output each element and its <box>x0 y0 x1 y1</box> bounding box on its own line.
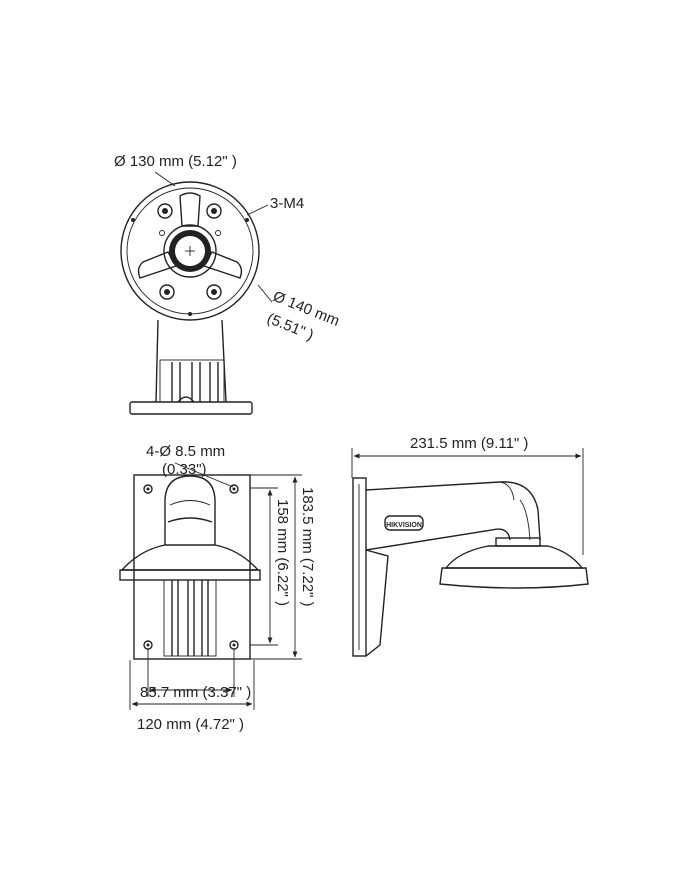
plate-hole <box>229 640 239 650</box>
screw-hole <box>206 203 222 219</box>
plate-hole <box>143 640 153 650</box>
side-wall-plate <box>352 477 367 657</box>
brand-logo-text: HIKVISION <box>386 522 422 529</box>
width-85-label: 85.7 mm (3.37" ) <box>140 684 251 701</box>
height-183-label: 183.5 mm (7.22" ) <box>299 487 316 607</box>
bracket-arm <box>155 319 227 403</box>
top-view: Ø 130 mm (5.12" ) 3-M4 Ø 140 mm (5.51" ) <box>114 153 342 415</box>
width-120-label: 120 mm (4.72" ) <box>137 716 244 733</box>
plate-hole <box>143 484 153 494</box>
screw-hole <box>206 284 222 300</box>
side-view: 231.5 mm (9.11" ) HIKVISION <box>351 435 589 657</box>
screw-hole <box>157 203 173 219</box>
screws-label: 3-M4 <box>270 195 304 212</box>
screw-hole <box>159 284 175 300</box>
back-plate <box>133 474 251 660</box>
plate-hole <box>229 484 239 494</box>
mount-disc <box>120 181 260 321</box>
front-view: 4-Ø 8.5 mm (0.33") 183.5 mm (7.22" ) 158… <box>119 443 316 733</box>
camera-canopy <box>120 544 260 571</box>
brand-logo-badge <box>384 515 424 531</box>
holes-label-line1: 4-Ø 8.5 mm <box>146 443 225 460</box>
base-plate <box>129 401 253 415</box>
length-231-label: 231.5 mm (9.11" ) <box>410 435 528 452</box>
height-158-label: 158 mm (6.22" ) <box>274 499 291 606</box>
diameter-130-label: Ø 130 mm (5.12" ) <box>114 153 237 170</box>
holes-label-line2: (0.33") <box>162 461 207 478</box>
side-canopy <box>444 545 584 569</box>
